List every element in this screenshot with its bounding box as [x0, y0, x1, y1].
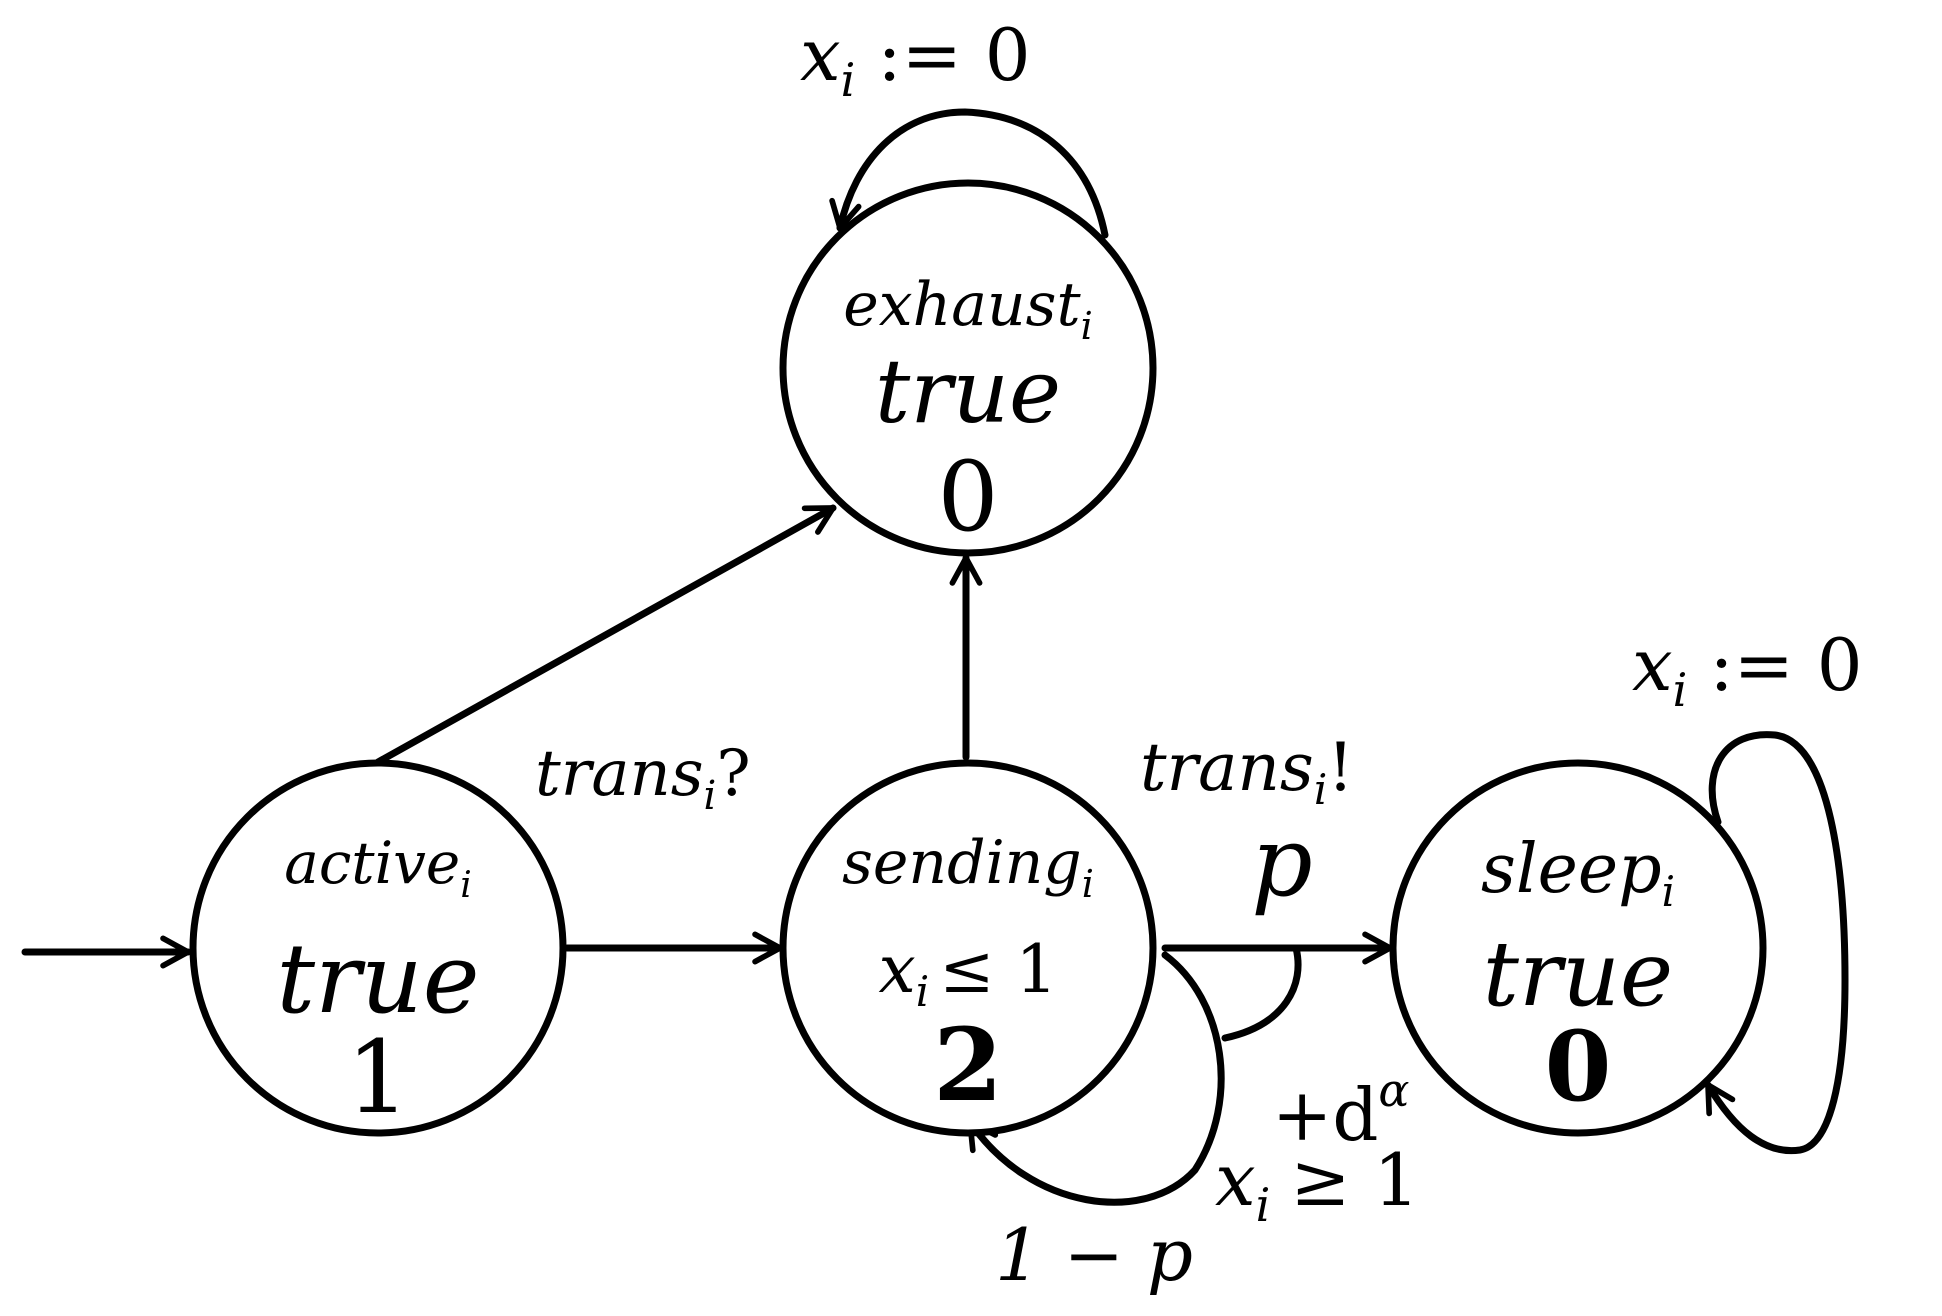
- edge-sending-self-loop: [966, 951, 1225, 1206]
- edge-exhaust-self-loop: [829, 108, 1109, 239]
- edge-sleep-self-loop: [1704, 731, 1849, 1155]
- svg-text:activei: activei: [284, 829, 472, 906]
- label-prob-one-minus-p: 1 − p: [995, 1213, 1193, 1297]
- state-exhaust: exhausti true 0: [779, 179, 1157, 557]
- label-trans-receive: transi?: [535, 737, 751, 819]
- exhaust-invariant: true: [875, 340, 1061, 443]
- svg-text:exhausti: exhausti: [843, 270, 1092, 348]
- sleep-invariant: true: [1483, 922, 1673, 1027]
- exhaust-reward: 0: [937, 441, 998, 553]
- sleep-reward: 0: [1545, 1010, 1612, 1123]
- label-rate: +dα: [1272, 1063, 1410, 1157]
- label-prob-p: p: [1251, 806, 1312, 918]
- active-reward: 1: [346, 1019, 410, 1136]
- state-sleep: sleepi true 0: [1389, 759, 1767, 1137]
- sending-reward: 2: [933, 1006, 1003, 1124]
- label-sleep-reset: xi:= 0: [1632, 623, 1863, 717]
- edge-active-to-exhaust: [374, 504, 837, 766]
- label-trans-send: transi!: [1140, 729, 1354, 814]
- state-active: activei true 1: [189, 759, 567, 1137]
- active-invariant: true: [276, 923, 479, 1035]
- svg-text:sleepi: sleepi: [1481, 830, 1675, 916]
- label-guard: xi≥ 1: [1215, 1138, 1419, 1232]
- label-exhaust-reset: xi:= 0: [800, 13, 1031, 107]
- svg-text:sendingi: sendingi: [842, 828, 1094, 906]
- probabilistic-branch-arc: [1221, 944, 1302, 1042]
- state-sending: sendingi xi≤ 1 2: [779, 759, 1157, 1137]
- sending-invariant: xi≤ 1: [879, 931, 1058, 1016]
